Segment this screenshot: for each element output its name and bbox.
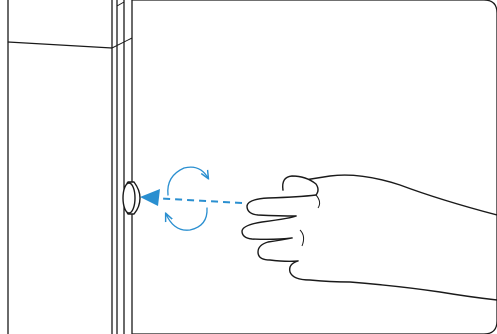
hand-little-finger — [288, 260, 497, 301]
rotation-arrow-upper — [167, 166, 208, 196]
hand-knuckle-crease — [315, 194, 321, 209]
rotation-arrow-lower — [166, 207, 208, 231]
side-panel-bevel — [111, 37, 133, 49]
hand-middle-finger — [241, 215, 297, 241]
hand-thumb — [282, 175, 319, 196]
push-arrow-head — [140, 189, 160, 206]
cabinet — [7, 0, 497, 334]
hand-illustration — [241, 174, 497, 301]
push-arrow-icon — [140, 189, 243, 206]
cabinet-door-panel — [131, 0, 497, 334]
hand-palm-crease — [299, 229, 305, 247]
hand-ring-finger — [257, 237, 299, 263]
knob-face — [122, 182, 136, 214]
push-arrow-line — [151, 197, 243, 204]
rotate-both-ways-icon — [166, 166, 208, 231]
strip-top-bevel — [116, 1, 125, 7]
side-panel-top-edge — [7, 41, 113, 49]
hand-index-finger — [246, 194, 317, 217]
door-knob — [122, 181, 141, 215]
